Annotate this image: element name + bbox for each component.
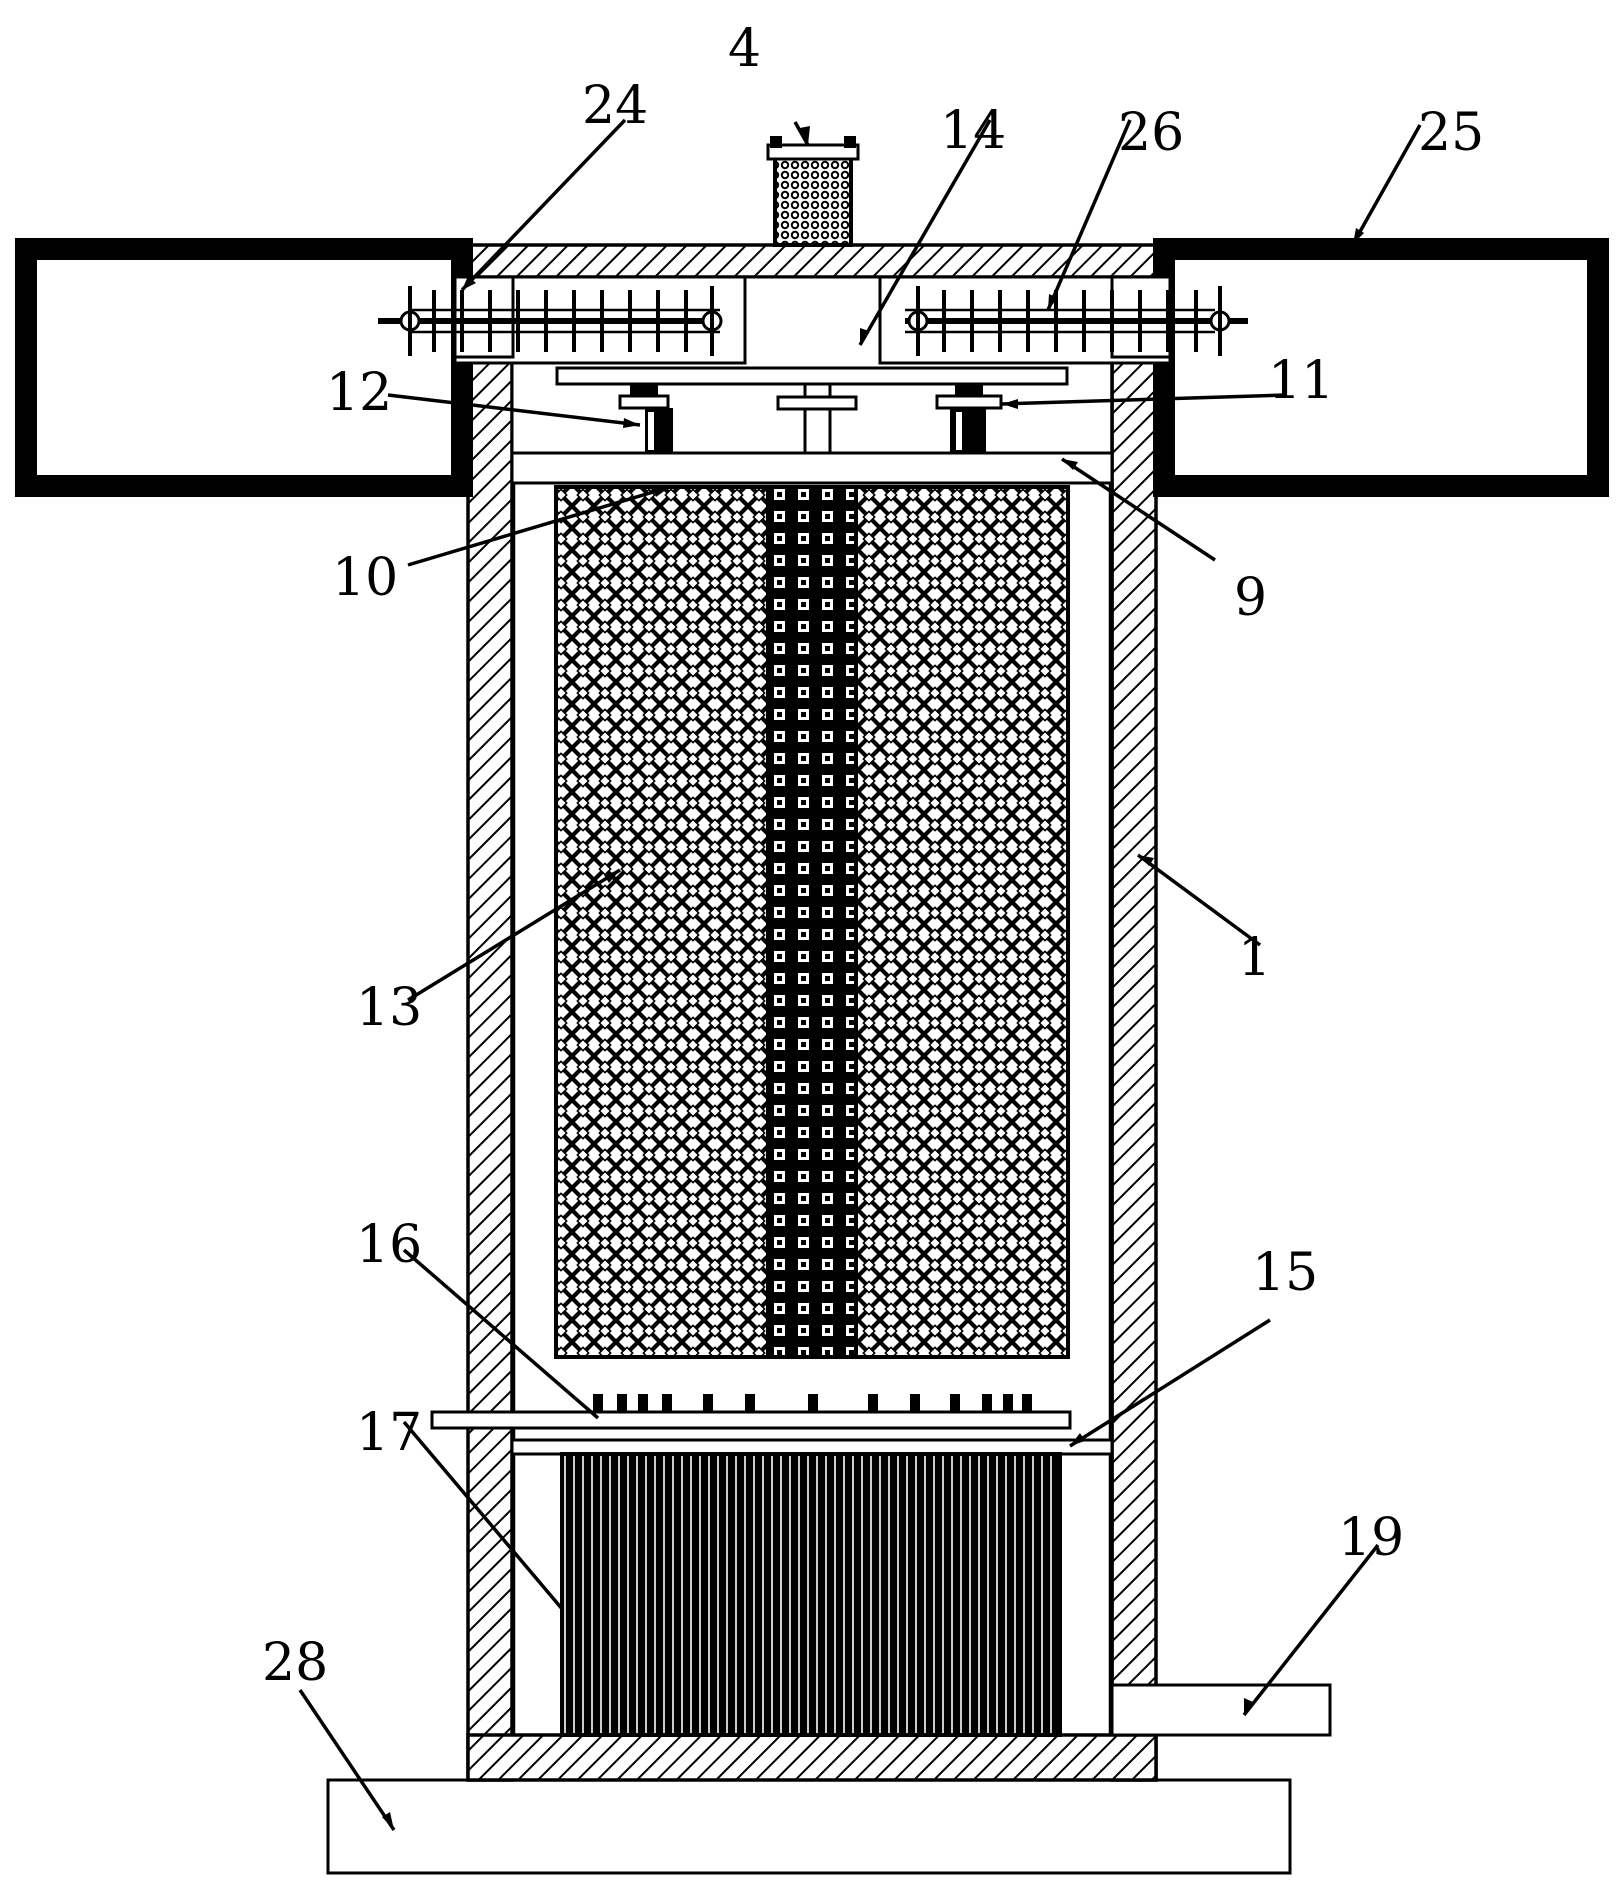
spray-bar [430, 1394, 1072, 1430]
outlet-pipe [1110, 1683, 1332, 1737]
label-13: 13 [356, 978, 422, 1038]
leader-lines [298, 118, 1422, 1831]
motor-12 [618, 384, 673, 454]
label-28: 28 [262, 1633, 328, 1693]
plate-15 [510, 1438, 1114, 1456]
left-fan-shaft [378, 286, 723, 356]
label-14: 14 [940, 101, 1006, 161]
label-25: 25 [1418, 103, 1484, 163]
top-cover [466, 243, 1158, 279]
label-12: 12 [326, 363, 392, 423]
label-1: 1 [1238, 928, 1271, 988]
base-plate [326, 1778, 1292, 1875]
filter-left [554, 485, 770, 1359]
filter-right [854, 485, 1070, 1359]
label-10: 10 [332, 548, 398, 608]
fan-plate [555, 366, 1069, 386]
label-26: 26 [1118, 103, 1184, 163]
label-19: 19 [1338, 1508, 1404, 1568]
label-9: 9 [1234, 568, 1267, 628]
motor-11 [935, 384, 1003, 454]
label-15: 15 [1252, 1243, 1318, 1303]
label-24: 24 [582, 76, 648, 136]
label-17: 17 [356, 1403, 422, 1463]
right-side-box [1153, 238, 1609, 497]
label-16: 16 [356, 1215, 422, 1275]
plate-9 [510, 451, 1114, 485]
left-side-box [15, 238, 473, 497]
right-fan-shaft [905, 286, 1248, 356]
label-4: 4 [728, 19, 761, 79]
packing-17 [560, 1452, 1062, 1737]
label-11: 11 [1268, 351, 1334, 411]
leader-arrowheads [382, 126, 1364, 1830]
exhaust-filter [766, 136, 860, 247]
callout-labels: 1 4 9 10 11 12 13 14 15 16 17 19 24 25 2… [262, 19, 1484, 1693]
